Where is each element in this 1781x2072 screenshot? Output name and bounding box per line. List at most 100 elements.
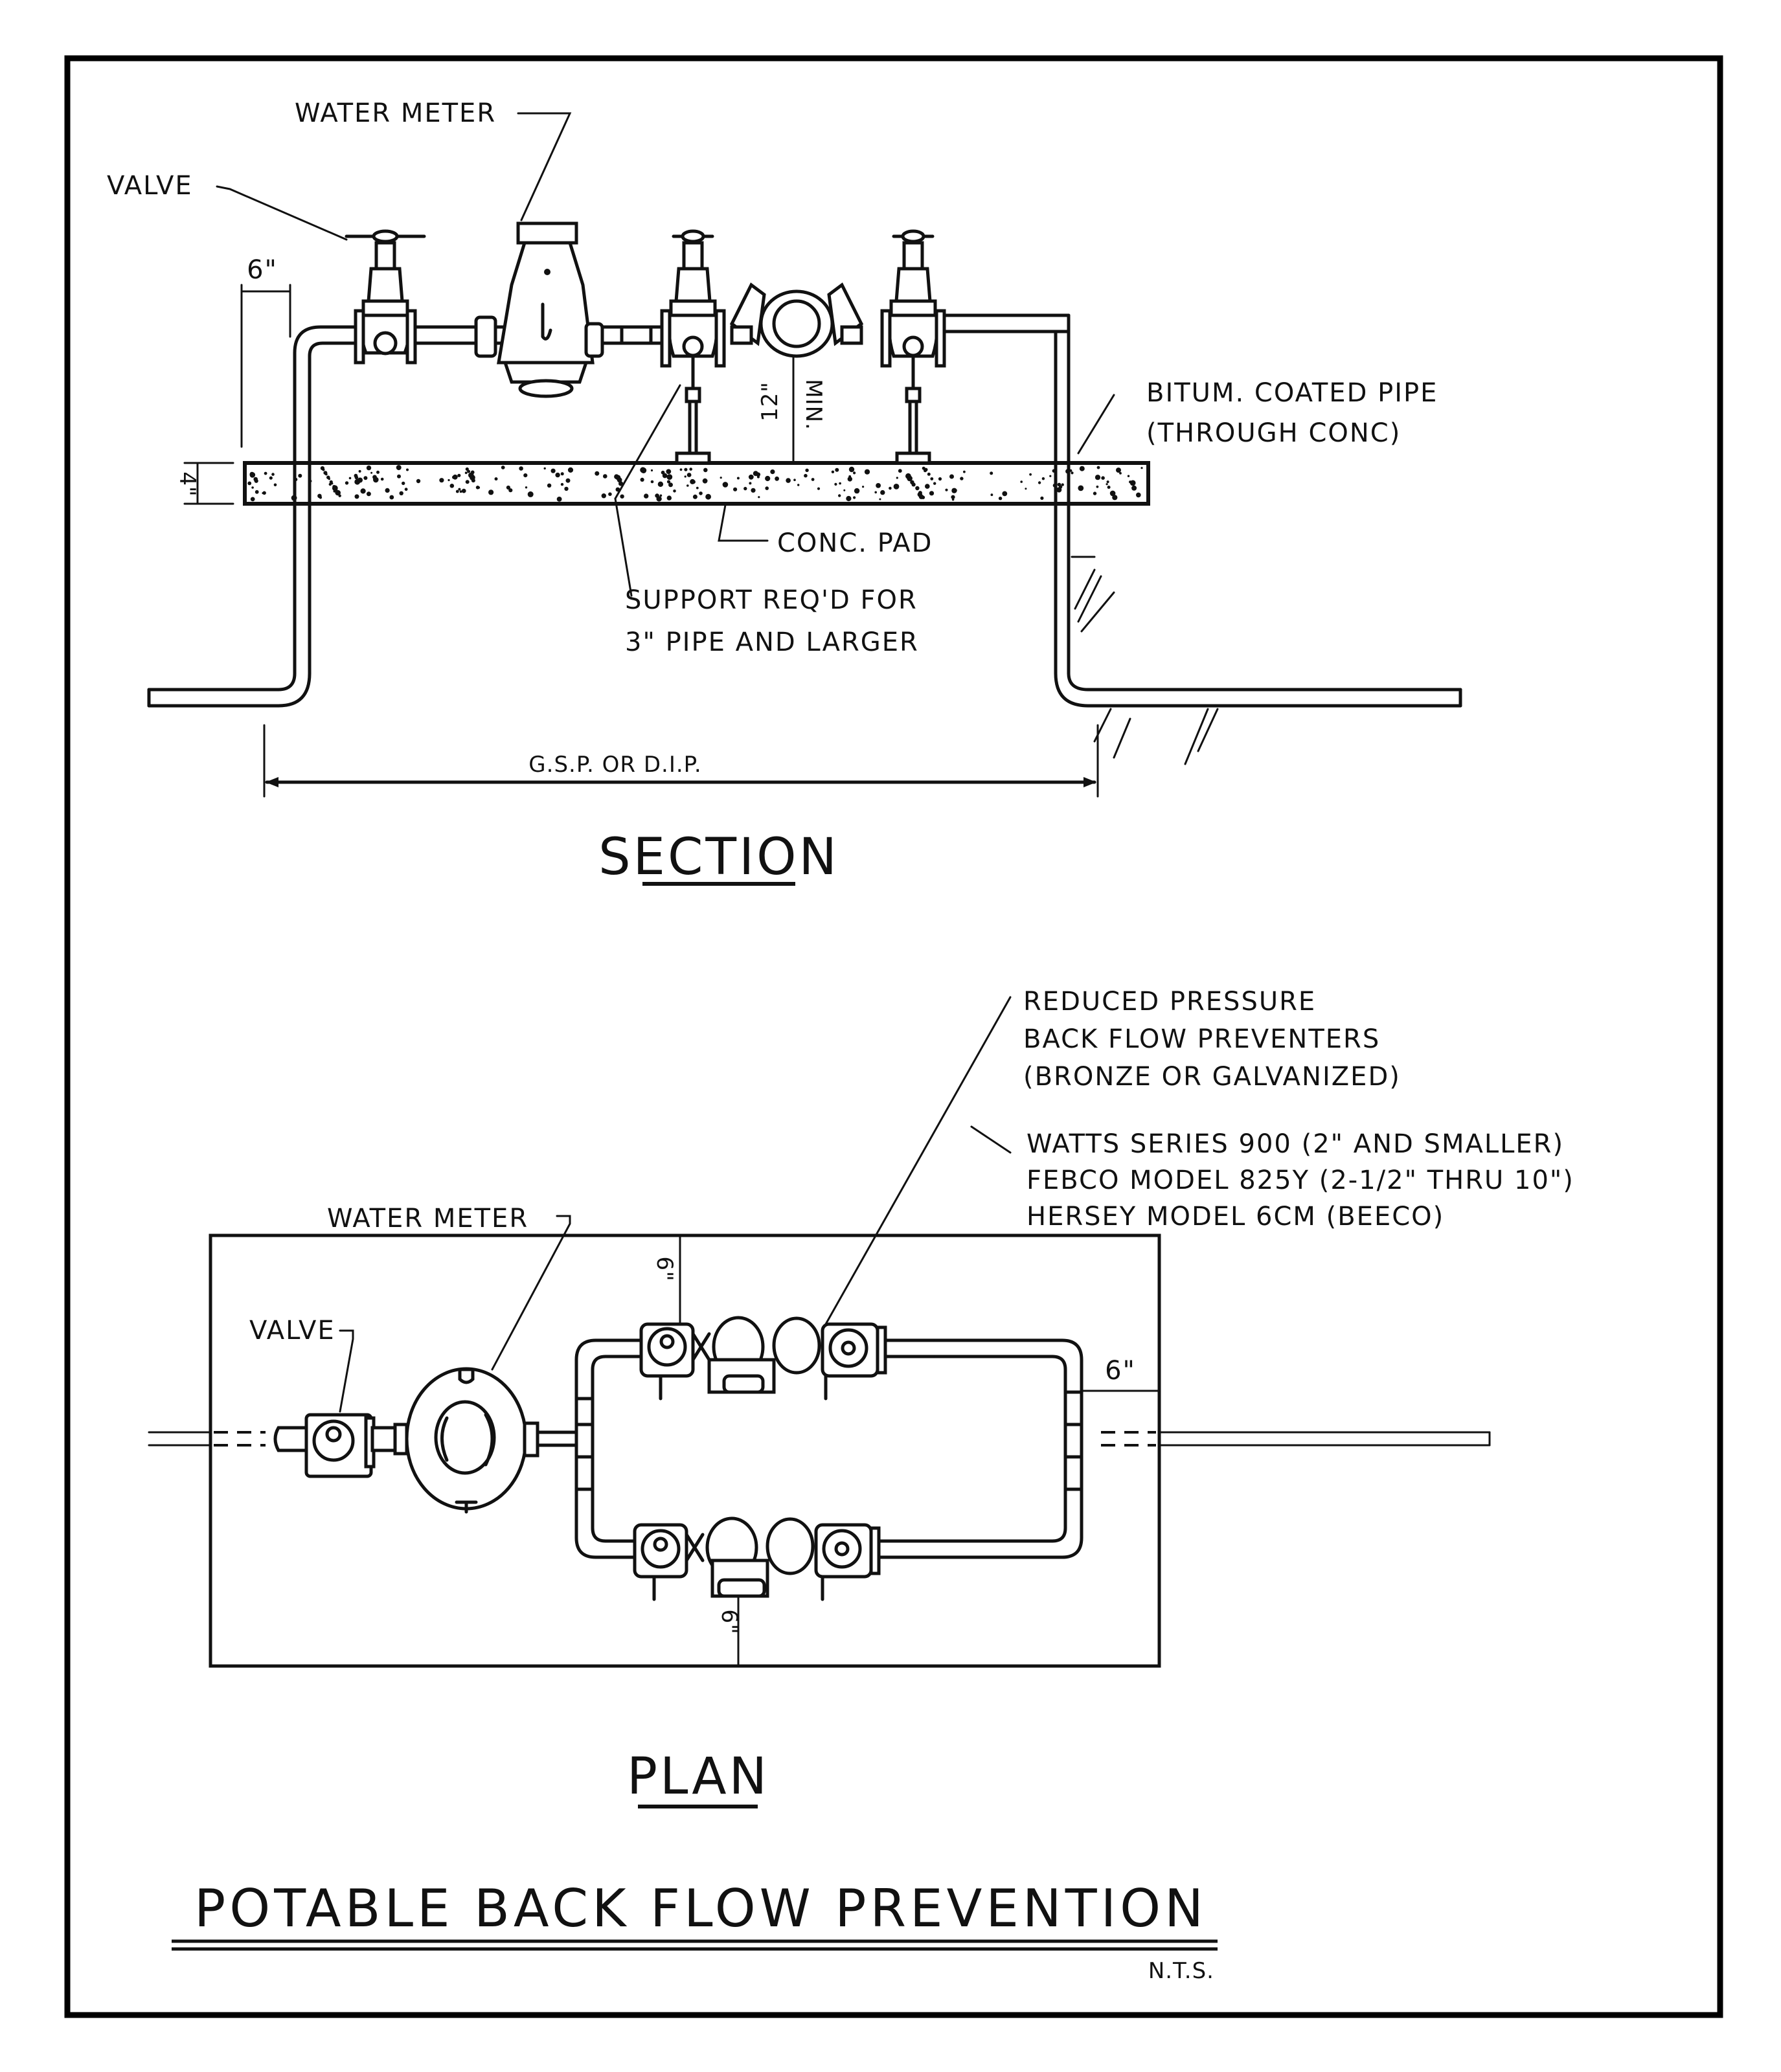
concrete-speckle-dot [736,477,740,480]
concrete-speckle-dot [338,494,341,497]
concrete-speckle-dot [396,465,402,471]
concrete-speckle-dot [644,493,649,499]
concrete-speckle-dot [461,488,466,493]
concrete-speckle-dot [684,475,686,478]
concrete-speckle-dot [370,471,373,474]
concrete-speckle-dot [1133,487,1136,490]
concrete-speckle-dot [508,488,513,493]
concrete-speckle-dot [722,482,729,488]
concrete-speckle-dot [879,498,881,501]
plan-manifold-loop [574,1338,1083,1559]
plan-dimensions: 6" 6" 6" [652,1235,1135,1667]
concrete-speckle-dot [464,471,468,475]
concrete-speckle-dot [328,482,332,486]
concrete-speckle-dot [1109,490,1116,497]
concrete-speckle-dot [1020,480,1023,483]
concrete-speckle-dot [848,466,855,473]
concrete-speckle-dot [264,471,267,475]
bitum-label-line2: (THROUGH CONC) [1146,418,1401,448]
concrete-speckle-dot [1119,472,1122,475]
plan-dim-6in-top: 6" [652,1256,677,1281]
dimension-pipe-run: G.S.P. OR D.I.P. [263,724,1099,798]
concrete-speckle-dot [770,469,775,475]
concrete-speckle-dot [458,488,461,491]
concrete-speckle-dot [298,473,302,478]
dimension-6in-section: 6" [240,255,291,448]
concrete-speckle-dot [686,484,689,487]
concrete-speckle-dot [269,476,273,480]
concrete-speckle-dot [273,483,277,487]
concrete-speckle-dot [354,475,359,480]
concrete-speckle-dot [839,482,841,485]
concrete-speckle-dot [333,490,336,493]
concrete-speckle-dot [404,488,408,491]
concrete-speckle-dot [786,478,791,483]
concrete-speckle-dot [951,498,955,501]
concrete-speckle-dot [811,478,815,481]
plan-inlet-pipe [148,1426,310,1452]
concrete-speckle-dot [880,490,885,495]
concrete-speckle-dot [467,469,471,473]
concrete-speckle-dot [397,474,401,479]
concrete-speckle-dot [1071,471,1074,475]
concrete-speckle-dot [1140,467,1143,469]
concrete-speckle-dot [1002,491,1008,497]
concrete-speckle-dot [457,473,461,477]
concrete-speckle-dot [358,469,361,473]
concrete-speckle-dot [765,475,771,482]
concrete-speckle-dot [560,482,564,486]
concrete-speckle-dot [555,472,560,478]
plan-water-meter-label: WATER METER [327,1204,528,1233]
concrete-speckle-dot [601,493,606,499]
concrete-speckle-dot [465,480,470,484]
concrete-speckle-dot [640,467,646,473]
concrete-speckle-dot [1078,485,1084,491]
concrete-speckle-dot [720,477,722,479]
dim-6in-label: 6" [247,255,278,285]
concrete-speckle-dot [380,477,384,481]
plan-rp-assembly-bottom [633,1516,928,1601]
concrete-speckle-dot [748,474,754,480]
concrete-speckle-dot [1107,486,1111,489]
right-riser-pipe [944,313,1462,708]
concrete-speckle-dot [262,492,264,495]
concrete-speckle-dot [853,471,856,475]
concrete-speckle-dot [662,473,668,479]
concrete-speckle-dot [817,487,821,490]
concrete-speckle-dot [998,497,1003,501]
plan-leaders [339,996,1012,1413]
scale-note: N.T.S. [1148,1958,1214,1984]
concrete-speckle-dot [927,472,931,476]
concrete-speckle-dot [924,469,927,473]
support-label-line1: SUPPORT REQ'D FOR [625,585,918,615]
concrete-speckle-dot [385,488,390,493]
concrete-speckle-dot [1056,487,1062,493]
concrete-speckle-dot [348,477,352,480]
concrete-speckle-dot [847,477,853,482]
concrete-speckle-dot [854,488,860,494]
concrete-speckle-dot [501,466,505,469]
concrete-speckle-dot [915,486,920,491]
concrete-speckle-dot [743,486,747,491]
concrete-speckle-dot [1106,483,1108,486]
support-label-line2: 3" PIPE AND LARGER [625,627,919,657]
concrete-speckle-dot [452,475,456,479]
left-riser-pipe [147,325,365,708]
concrete-speckle-dot [324,473,328,476]
concrete-speckle-dot [684,467,688,471]
concrete-speckle-dot [470,470,475,475]
concrete-speckle-dot [650,480,654,484]
concrete-speckle-dot [550,468,556,473]
concrete-speckle-dot [519,466,523,471]
concrete-speckle-dot [963,470,966,473]
concrete-speckle-dot [556,497,562,502]
concrete-speckle-dot [470,475,475,480]
concrete-speckle-dot [925,484,930,489]
concrete-speckle-dot [399,491,403,495]
concrete-speckle-dot [805,468,809,472]
concrete-speckle-dot [547,483,552,488]
concrete-speckle-dot [834,482,837,486]
concrete-speckle-dot [945,488,948,491]
concrete-speckle-dot [951,488,957,493]
